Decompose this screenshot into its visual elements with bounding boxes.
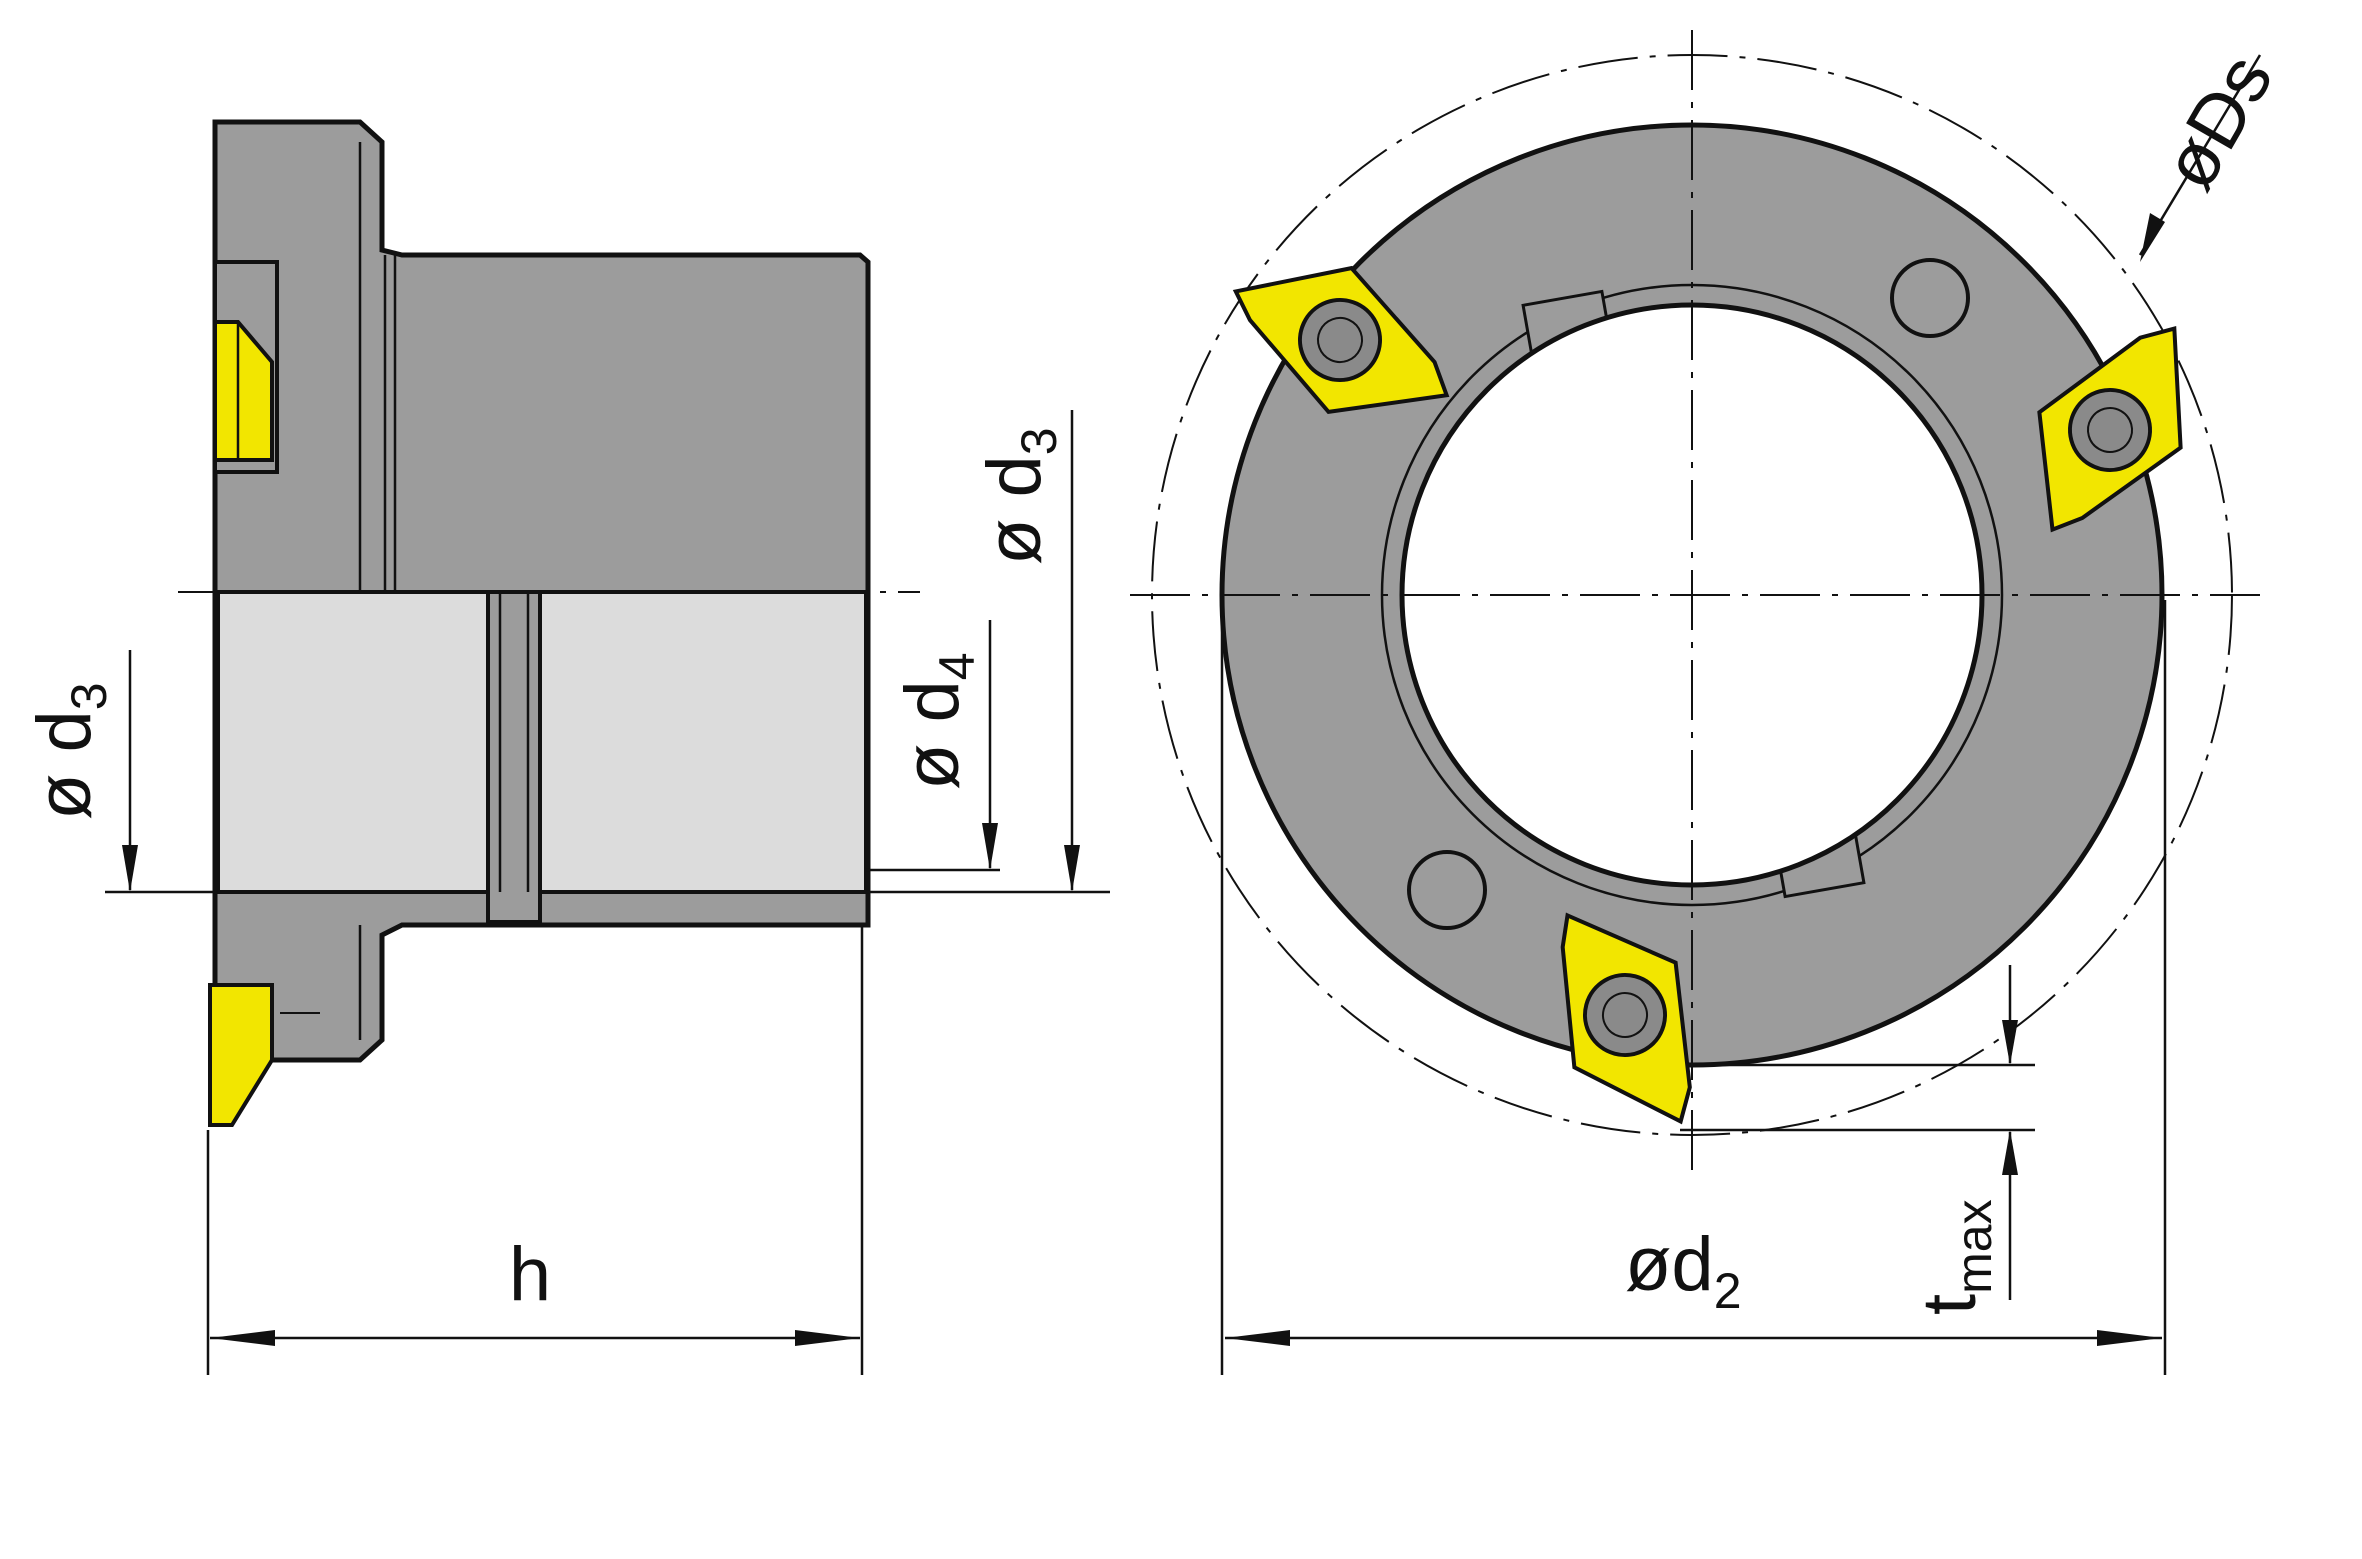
label-d2: ød2 [1625, 1222, 1742, 1319]
section-labels: ø d3 ø d4 ø d3 h [22, 427, 1067, 1317]
torx-screw-icon [1583, 973, 1667, 1057]
bottom-insert [208, 983, 274, 1127]
mounting-hole-bottom-left [1407, 850, 1487, 930]
label-h: h [509, 1232, 551, 1317]
insert-right [2037, 326, 2183, 533]
bore-groove [486, 590, 542, 924]
section-view [178, 119, 920, 1127]
label-d3-left: ø d3 [22, 682, 117, 820]
torx-screw-icon [1298, 298, 1382, 382]
label-d3-right: ø d3 [972, 427, 1067, 565]
front-labels: øDs ød2 tmax [1625, 40, 2289, 1319]
label-d4: ø d4 [890, 652, 985, 790]
insert-bottom [1560, 912, 1692, 1125]
label-tmax: tmax [1907, 1199, 2002, 1315]
top-insert [213, 320, 274, 462]
front-view [1130, 30, 2260, 1175]
insert-upper-left [1232, 265, 1450, 415]
torx-screw-icon [2068, 388, 2152, 472]
section-dimensions [105, 410, 1110, 1375]
mounting-hole-top-right [1890, 258, 1970, 338]
label-Ds: øDs [2146, 40, 2289, 203]
front-dimensions [1220, 54, 2262, 1375]
